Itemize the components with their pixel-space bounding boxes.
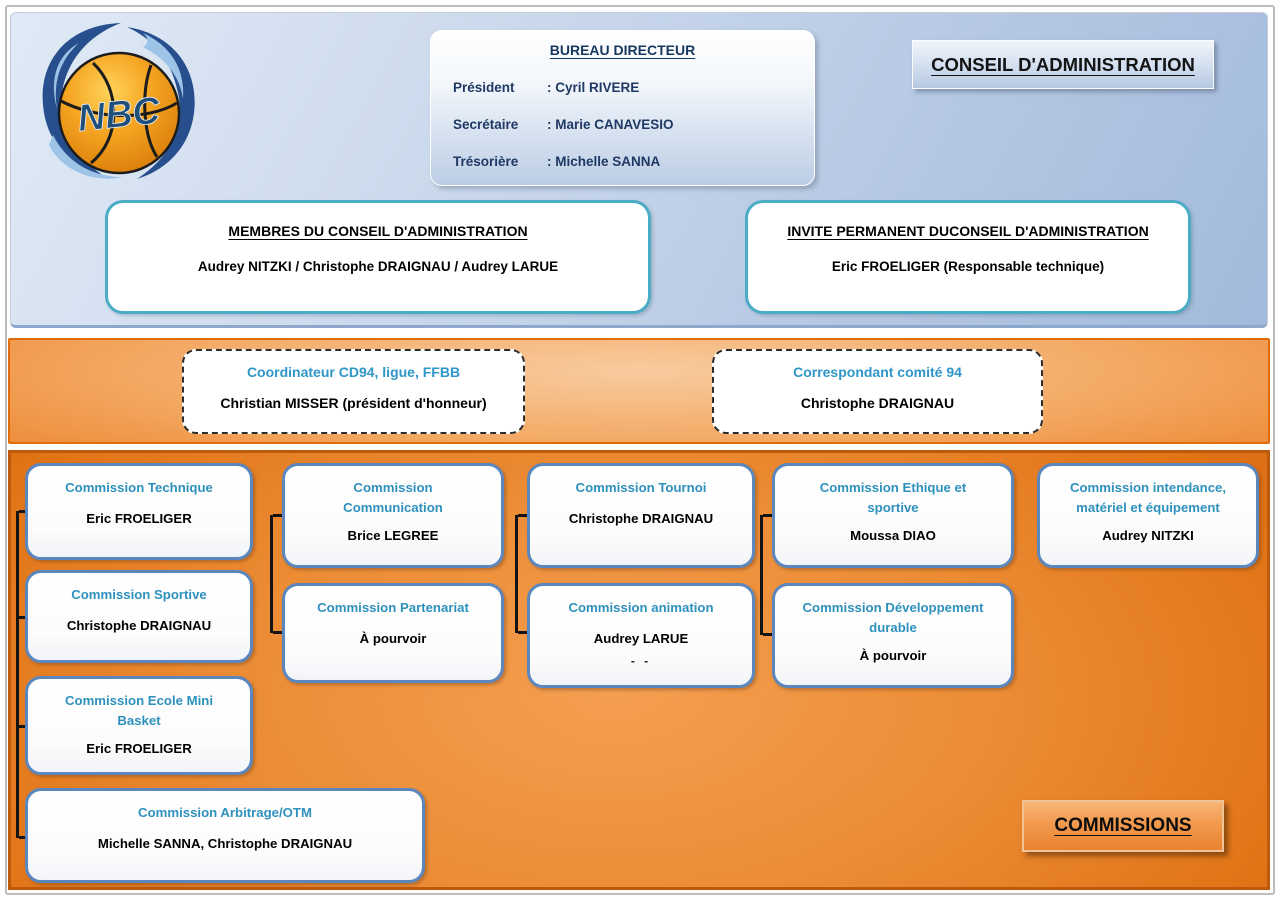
club-logo: NBC bbox=[23, 17, 213, 189]
commission-title: Commission Ethique et sportive bbox=[819, 480, 967, 516]
commission-title: Commission Ecole Mini Basket bbox=[64, 693, 214, 729]
connector-bracket-col4 bbox=[760, 514, 772, 636]
club-logo-icon: NBC bbox=[42, 23, 195, 179]
commission-note: - - bbox=[630, 654, 652, 669]
commission-title: Commission Arbitrage/OTM bbox=[138, 805, 312, 820]
commission-box-partenariat: Commission Partenariat À pourvoir bbox=[282, 583, 504, 683]
bureau-role-value: : Michelle SANNA bbox=[547, 154, 661, 169]
commission-box-animation: Commission animation Audrey LARUE - - bbox=[527, 583, 755, 688]
correspondant-title: Correspondant comité 94 bbox=[793, 364, 962, 380]
coordination-band: Coordinateur CD94, ligue, FFBB Christian… bbox=[8, 338, 1270, 444]
commission-title: Commission Communication bbox=[343, 480, 443, 516]
coordinateur-name: Christian MISSER (président d'honneur) bbox=[220, 395, 487, 411]
commission-member: Eric FROELIGER bbox=[86, 511, 192, 527]
logo-text: NBC bbox=[76, 90, 163, 140]
commission-box-arbitrage-otm: Commission Arbitrage/OTM Michelle SANNA,… bbox=[25, 788, 425, 883]
commission-box-communication: Commission Communication Brice LEGREE bbox=[282, 463, 504, 568]
membres-title: MEMBRES DU CONSEIL D'ADMINISTRATION bbox=[228, 223, 528, 239]
commission-member: Eric FROELIGER bbox=[86, 740, 192, 756]
commission-title: Commission Tournoi bbox=[575, 480, 707, 495]
membres-conseil-box: MEMBRES DU CONSEIL D'ADMINISTRATION Audr… bbox=[105, 200, 651, 314]
invite-title: INVITE PERMANENT DUCONSEIL D'ADMINISTRAT… bbox=[787, 223, 1149, 239]
conseil-title-box: CONSEIL D'ADMINISTRATION bbox=[912, 40, 1214, 89]
conseil-title: CONSEIL D'ADMINISTRATION bbox=[931, 53, 1195, 75]
commission-member: Moussa DIAO bbox=[850, 527, 936, 543]
commission-title: Commission Développement durable bbox=[802, 600, 984, 636]
connector-bracket-col3 bbox=[515, 514, 527, 634]
conseil-section: NBC BUREAU DIRECTEUR Président : Cyril R… bbox=[10, 12, 1268, 328]
bureau-role-value: : Marie CANAVESIO bbox=[547, 117, 674, 132]
connector-bracket-col2 bbox=[270, 514, 282, 634]
commission-box-sportive: Commission Sportive Christophe DRAIGNAU bbox=[25, 570, 253, 663]
bureau-role-value: : Cyril RIVERE bbox=[547, 80, 640, 95]
membres-names: Audrey NITZKI / Christophe DRAIGNAU / Au… bbox=[197, 259, 559, 274]
commission-member: Christophe DRAIGNAU bbox=[568, 511, 714, 527]
bureau-directeur-box: BUREAU DIRECTEUR Président : Cyril RIVER… bbox=[430, 30, 815, 186]
commission-box-developpement-durable: Commission Développement durable À pourv… bbox=[772, 583, 1014, 688]
bureau-role-label: Président bbox=[453, 80, 515, 95]
commissions-title-box: COMMISSIONS bbox=[1022, 800, 1224, 852]
bureau-role-label: Secrétaire bbox=[453, 117, 519, 132]
bureau-directeur-title: BUREAU DIRECTEUR bbox=[549, 42, 696, 58]
commission-title: Commission intendance, matériel et équip… bbox=[1069, 480, 1227, 516]
bureau-row-president: Président : Cyril RIVERE bbox=[453, 80, 814, 95]
bureau-row-secretaire: Secrétaire : Marie CANAVESIO bbox=[453, 117, 814, 132]
commission-box-technique: Commission Technique Eric FROELIGER bbox=[25, 463, 253, 560]
commission-title: Commission Technique bbox=[65, 480, 213, 495]
commission-member: À pourvoir bbox=[859, 647, 927, 663]
bureau-role-label: Trésorière bbox=[453, 154, 519, 169]
invite-name: Eric FROELIGER (Responsable technique) bbox=[831, 259, 1105, 274]
commission-title: Commission Sportive bbox=[71, 587, 207, 602]
coordinateur-box: Coordinateur CD94, ligue, FFBB Christian… bbox=[182, 349, 525, 434]
commission-title: Commission Partenariat bbox=[317, 600, 469, 615]
commissions-section: Commission Technique Eric FROELIGER Comm… bbox=[8, 450, 1270, 890]
commission-member: Michelle SANNA, Christophe DRAIGNAU bbox=[97, 836, 353, 852]
commission-box-intendance: Commission intendance, matériel et équip… bbox=[1037, 463, 1259, 568]
bureau-row-tresoriere: Trésorière : Michelle SANNA bbox=[453, 154, 814, 169]
commission-member: À pourvoir bbox=[359, 631, 427, 647]
coordinateur-title: Coordinateur CD94, ligue, FFBB bbox=[246, 364, 461, 380]
correspondant-box: Correspondant comité 94 Christophe DRAIG… bbox=[712, 349, 1043, 434]
correspondant-name: Christophe DRAIGNAU bbox=[800, 395, 955, 411]
commission-member: Christophe DRAIGNAU bbox=[66, 618, 212, 634]
commission-member: Audrey NITZKI bbox=[1102, 527, 1194, 543]
commission-box-ecole-mini-basket: Commission Ecole Mini Basket Eric FROELI… bbox=[25, 676, 253, 775]
commission-box-ethique-sportive: Commission Ethique et sportive Moussa DI… bbox=[772, 463, 1014, 568]
commission-member: Audrey LARUE bbox=[593, 631, 689, 647]
commission-member: Brice LEGREE bbox=[347, 527, 439, 543]
commission-title: Commission animation bbox=[568, 600, 714, 615]
connector-bracket-col1 bbox=[16, 510, 28, 839]
invite-permanent-box: INVITE PERMANENT DUCONSEIL D'ADMINISTRAT… bbox=[745, 200, 1191, 314]
commissions-title: COMMISSIONS bbox=[1054, 815, 1192, 836]
commission-box-tournoi: Commission Tournoi Christophe DRAIGNAU bbox=[527, 463, 755, 568]
